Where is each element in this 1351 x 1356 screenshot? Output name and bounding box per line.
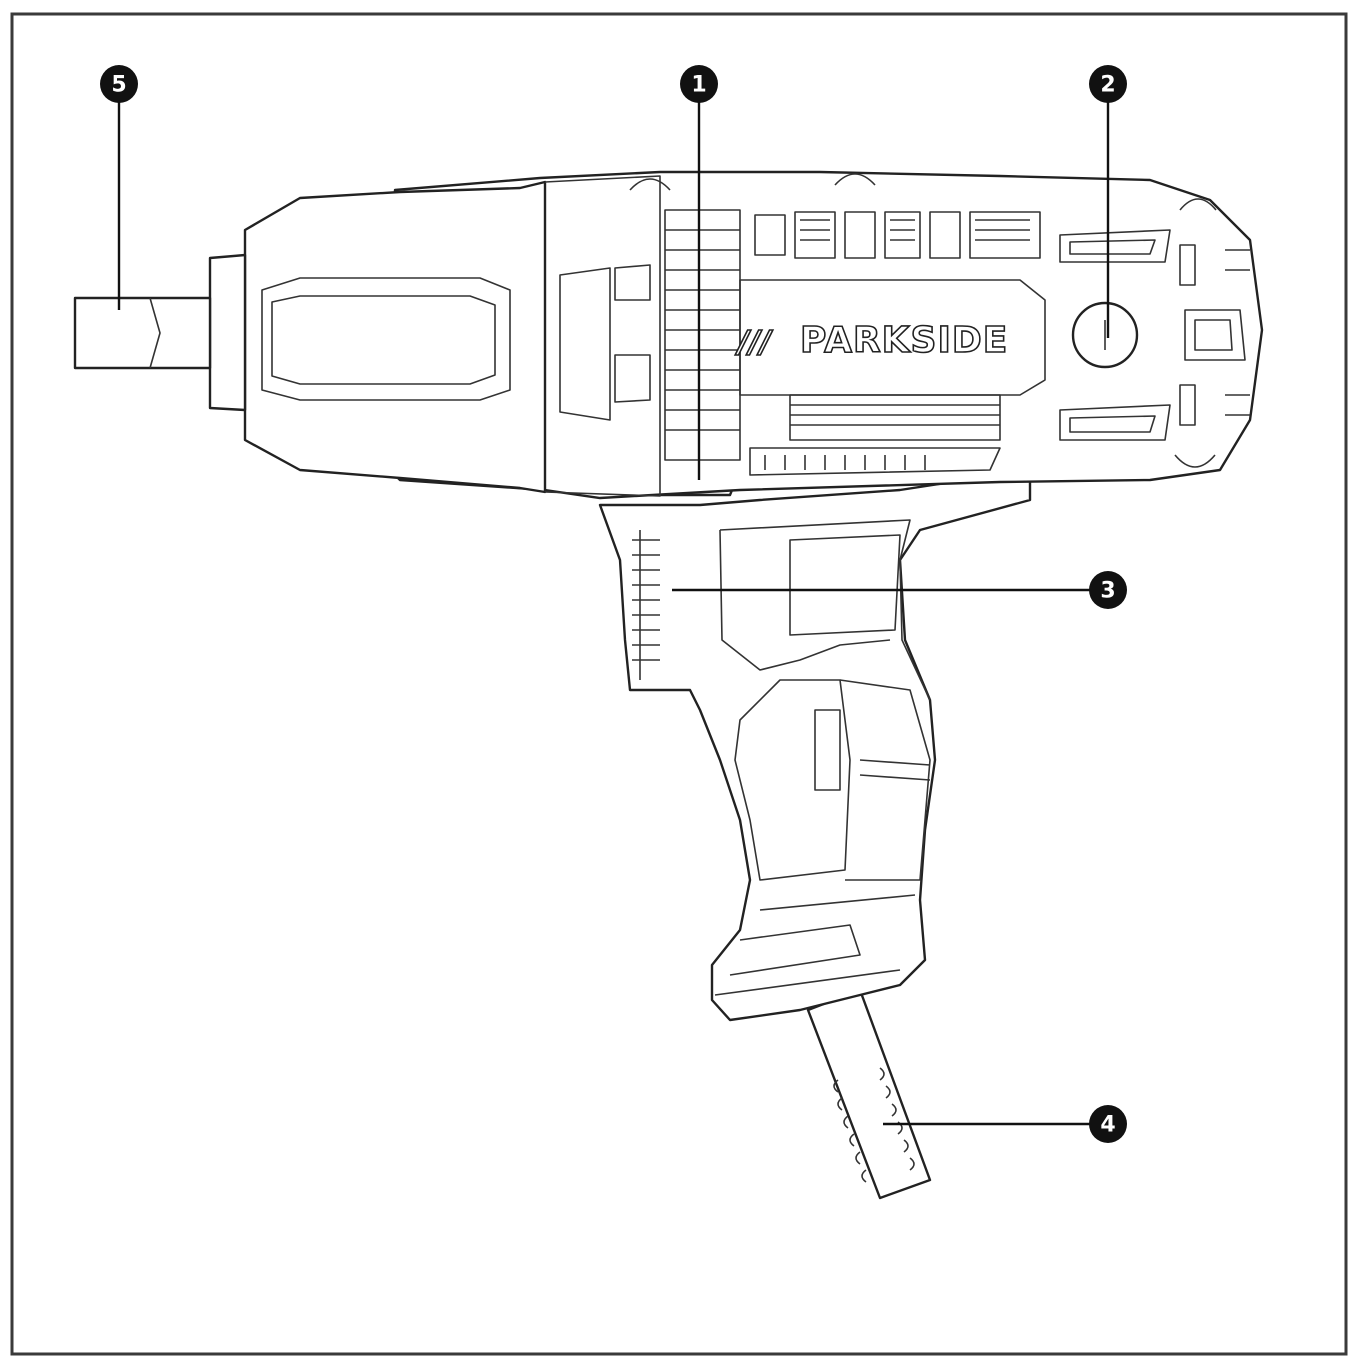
power-cord — [806, 988, 932, 1200]
brand-name: PARKSIDE — [800, 320, 1008, 361]
callout-3: 3 — [1089, 571, 1127, 609]
wrench-drawing: /// PARKSIDE — [73, 170, 1264, 1200]
housing — [243, 170, 1264, 500]
callout-4-number: 4 — [1100, 1113, 1115, 1138]
callout-5-number: 5 — [111, 73, 126, 98]
callout-1-number: 1 — [691, 73, 706, 98]
callout-3-number: 3 — [1100, 579, 1115, 604]
leader-lines — [117, 100, 1110, 1126]
handle — [598, 468, 1032, 1022]
callout-2: 2 — [1089, 65, 1127, 103]
callout-5: 5 — [100, 65, 138, 103]
brand-slashes: /// — [735, 325, 774, 360]
brand-logo: /// PARKSIDE — [734, 319, 1008, 362]
square-drive — [73, 253, 247, 412]
callout-1: 1 — [680, 65, 718, 103]
callout-2-number: 2 — [1100, 73, 1115, 98]
callout-4: 4 — [1089, 1105, 1127, 1143]
figure-frame — [10, 12, 1348, 1356]
